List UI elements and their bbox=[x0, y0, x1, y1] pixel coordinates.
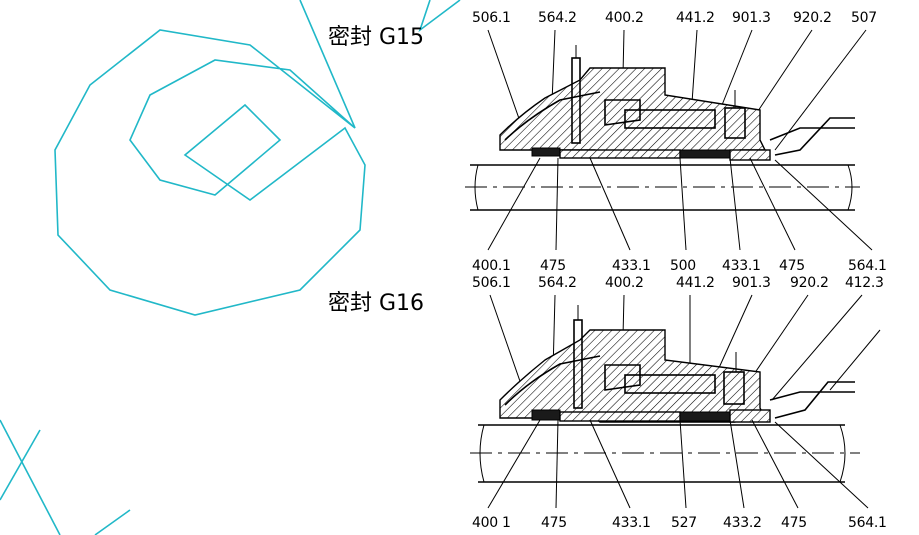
part-label: 412.3 bbox=[845, 275, 884, 291]
part-label: 506.1 bbox=[472, 10, 511, 26]
top-labels-g16: 506.1 564.2 400.2 441.2 901.3 920.2 412.… bbox=[472, 275, 884, 291]
part-label: 400 1 bbox=[472, 515, 511, 531]
part-label: 433.1 bbox=[612, 258, 651, 274]
part-label: 475 bbox=[540, 258, 566, 274]
part-label: 506.1 bbox=[472, 275, 511, 291]
seal-assembly-g15 bbox=[465, 29, 873, 251]
part-label: 500 bbox=[670, 258, 696, 274]
part-label: 475 bbox=[781, 515, 807, 531]
part-label: 564.2 bbox=[538, 10, 577, 26]
part-label: 920.2 bbox=[793, 10, 832, 26]
part-label: 564.2 bbox=[538, 275, 577, 291]
part-label: 400.2 bbox=[605, 10, 644, 26]
part-label: 433.2 bbox=[723, 515, 762, 531]
part-label: 441.2 bbox=[676, 10, 715, 26]
part-label: 400.1 bbox=[472, 258, 511, 274]
bottom-labels-g15: 400.1 475 433.1 500 433.1 475 564.1 bbox=[472, 258, 887, 274]
top-labels-g15: 506.1 564.2 400.2 441.2 901.3 920.2 507 bbox=[472, 10, 877, 26]
part-label: 433.1 bbox=[612, 515, 651, 531]
part-label: 475 bbox=[541, 515, 567, 531]
section-g16: 密封 G16 506.1 564.2 400.2 441.2 901.3 920… bbox=[328, 275, 887, 531]
part-label: 920.2 bbox=[790, 275, 829, 291]
watermark bbox=[0, 0, 461, 535]
seal-assembly-g16 bbox=[470, 294, 881, 509]
part-label: 475 bbox=[779, 258, 805, 274]
part-label: 441.2 bbox=[676, 275, 715, 291]
part-label: 400.2 bbox=[605, 275, 644, 291]
bottom-labels-g16: 400 1 475 433.1 527 433.2 475 564.1 bbox=[472, 515, 887, 531]
section-title-g16: 密封 G16 bbox=[328, 291, 424, 316]
part-label: 901.3 bbox=[732, 10, 771, 26]
part-label: 507 bbox=[851, 10, 877, 26]
section-title-g15: 密封 G15 bbox=[328, 25, 424, 50]
part-label: 433.1 bbox=[722, 258, 761, 274]
part-label: 564.1 bbox=[848, 515, 887, 531]
section-g15: 密封 G15 506.1 564.2 400.2 441.2 901.3 920… bbox=[328, 10, 887, 274]
part-label: 901.3 bbox=[732, 275, 771, 291]
part-label: 564.1 bbox=[848, 258, 887, 274]
part-label: 527 bbox=[671, 515, 697, 531]
